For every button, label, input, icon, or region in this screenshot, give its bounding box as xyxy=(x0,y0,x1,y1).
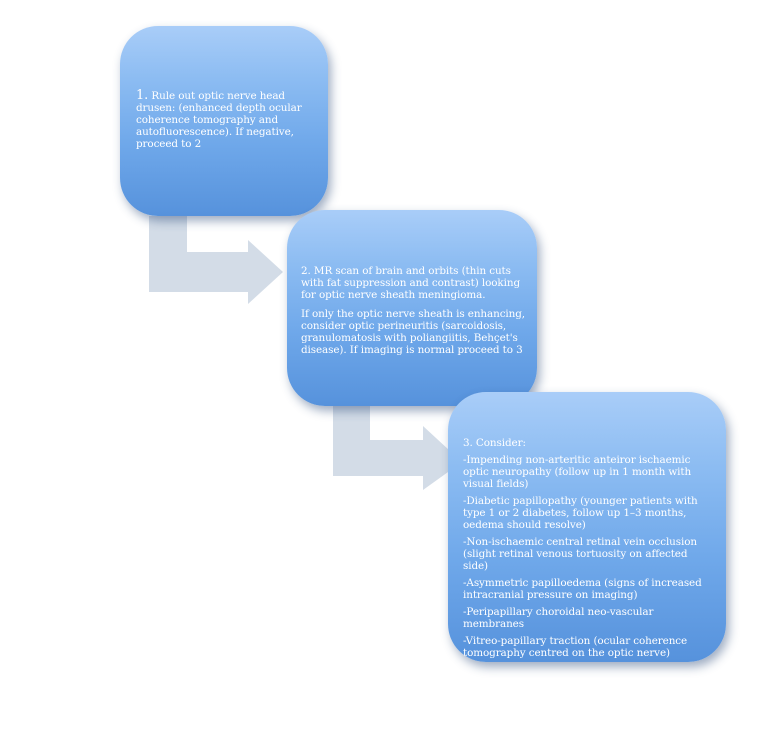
step-3-heading: 3. Consider: xyxy=(463,437,526,449)
step-1-text: 1. Rule out optic nerve head drusen: (en… xyxy=(136,88,316,150)
step-2-paragraph-1: 2. MR scan of brain and orbits (thin cut… xyxy=(301,265,520,301)
step-3-item: -Impending non-arteritic anteiror ischae… xyxy=(463,454,692,490)
step-3-box: 3. Consider: -Impending non-arteritic an… xyxy=(448,392,726,662)
step-1-description: Rule out optic nerve head drusen: (enhan… xyxy=(136,90,302,150)
arrow-step1-to-step2 xyxy=(149,216,283,304)
step-3-item: -Diabetic papillopathy (younger patients… xyxy=(463,495,698,531)
step-1-number: 1. xyxy=(136,88,149,103)
step-3-item: -Peripapillary choroidal neo-vascular me… xyxy=(463,606,654,630)
step-3-item: -Vitreo-papillary traction (ocular coher… xyxy=(463,635,688,659)
step-3-item: -Non-ischaemic central retinal vein occl… xyxy=(463,536,697,572)
step-3-item: -Asymmetric papilloedema (signs of incre… xyxy=(463,577,702,601)
step-2-paragraph-2: If only the optic nerve sheath is enhanc… xyxy=(301,308,525,356)
step-2-box: 2. MR scan of brain and orbits (thin cut… xyxy=(287,210,537,406)
step-1-box: 1. Rule out optic nerve head drusen: (en… xyxy=(120,26,328,216)
arrow-step2-to-step3 xyxy=(333,406,462,490)
